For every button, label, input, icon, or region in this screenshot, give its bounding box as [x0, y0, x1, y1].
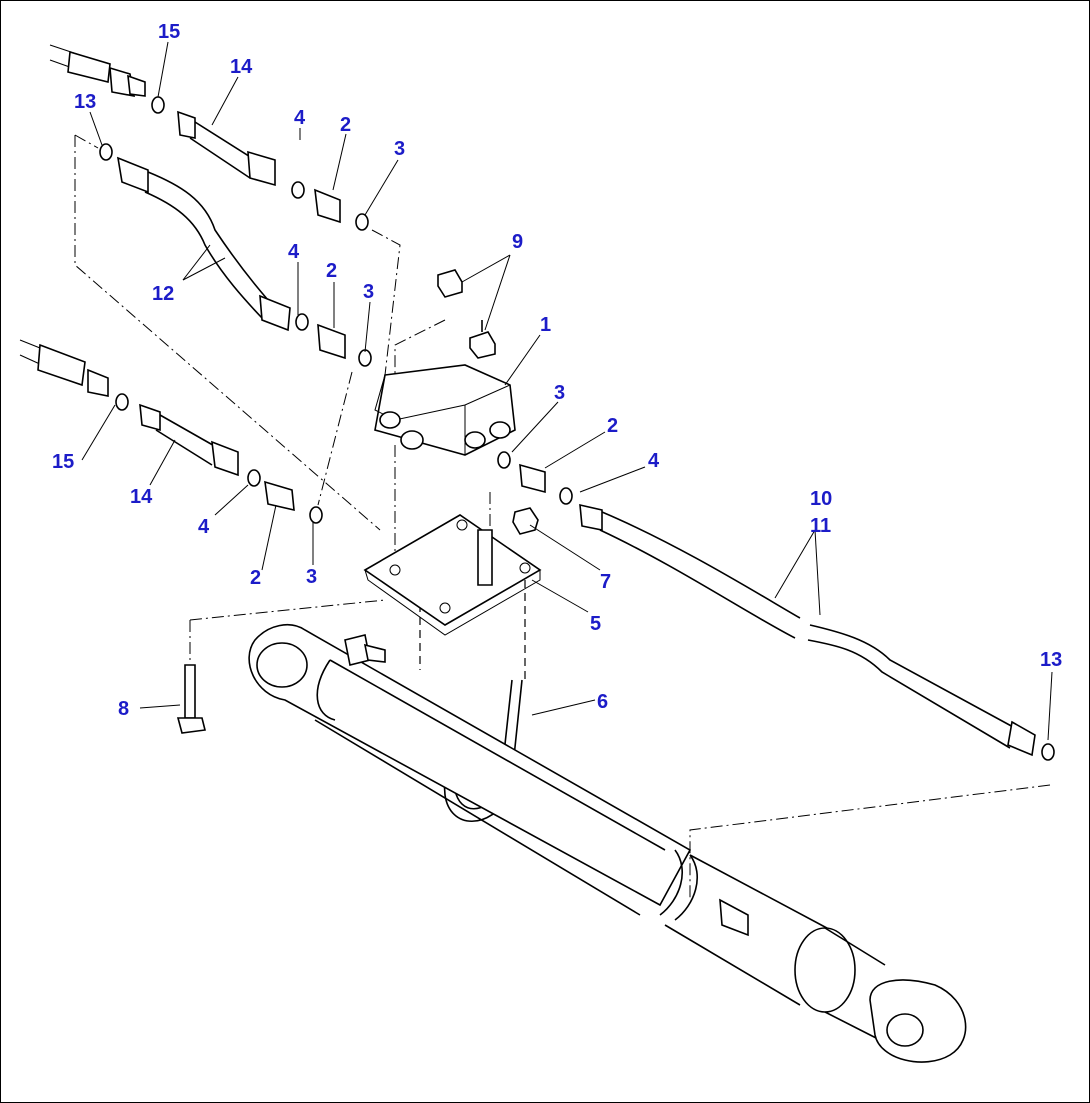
callout-15-top: 15: [158, 21, 180, 43]
callout-labels: 15 14 13 4 2 3 9 12 4 2 3 1 3 2 15 14 4 …: [52, 21, 1062, 720]
callout-13-top: 13: [74, 91, 96, 113]
callout-12: 12: [152, 283, 174, 305]
callout-3-bottom: 3: [306, 566, 317, 588]
callout-3-top: 3: [394, 138, 405, 160]
leader-lines: [81, 41, 1053, 741]
callout-6: 6: [597, 691, 608, 713]
callout-4-middle: 4: [288, 241, 300, 263]
lower-pipe-14: [19, 339, 323, 524]
upper-pipe-14: [49, 44, 305, 199]
right-tube-10-11: [497, 451, 1055, 761]
nuts-9: [437, 269, 496, 359]
callout-14-top: 14: [230, 56, 253, 78]
callout-2-right: 2: [607, 415, 618, 437]
callout-15-bottom: 15: [52, 451, 74, 473]
callout-5: 5: [590, 613, 601, 635]
callout-10: 10: [810, 488, 832, 510]
callout-3-middle: 3: [363, 281, 374, 303]
hose-12: [99, 143, 372, 367]
callout-1: 1: [540, 314, 551, 336]
callout-9: 9: [512, 231, 523, 253]
callout-2-bottom: 2: [250, 567, 261, 589]
callout-8: 8: [118, 698, 129, 720]
mounting-plate-5: [363, 507, 542, 636]
callout-2-top: 2: [340, 114, 351, 136]
fitting-2-top: [314, 188, 369, 231]
callout-11: 11: [810, 515, 831, 537]
callout-14-bottom: 14: [130, 486, 153, 508]
callout-2-middle: 2: [326, 260, 337, 282]
callout-3-right: 3: [554, 382, 565, 404]
callout-13-right: 13: [1040, 649, 1062, 671]
manifold-block-1: [374, 364, 516, 456]
callout-4-bottom: 4: [198, 516, 210, 538]
hydraulic-cylinder: [248, 624, 967, 1063]
bolt-8: [176, 664, 206, 734]
callout-4-top: 4: [294, 107, 306, 129]
callout-4-right: 4: [648, 450, 660, 472]
callout-7: 7: [600, 571, 611, 593]
